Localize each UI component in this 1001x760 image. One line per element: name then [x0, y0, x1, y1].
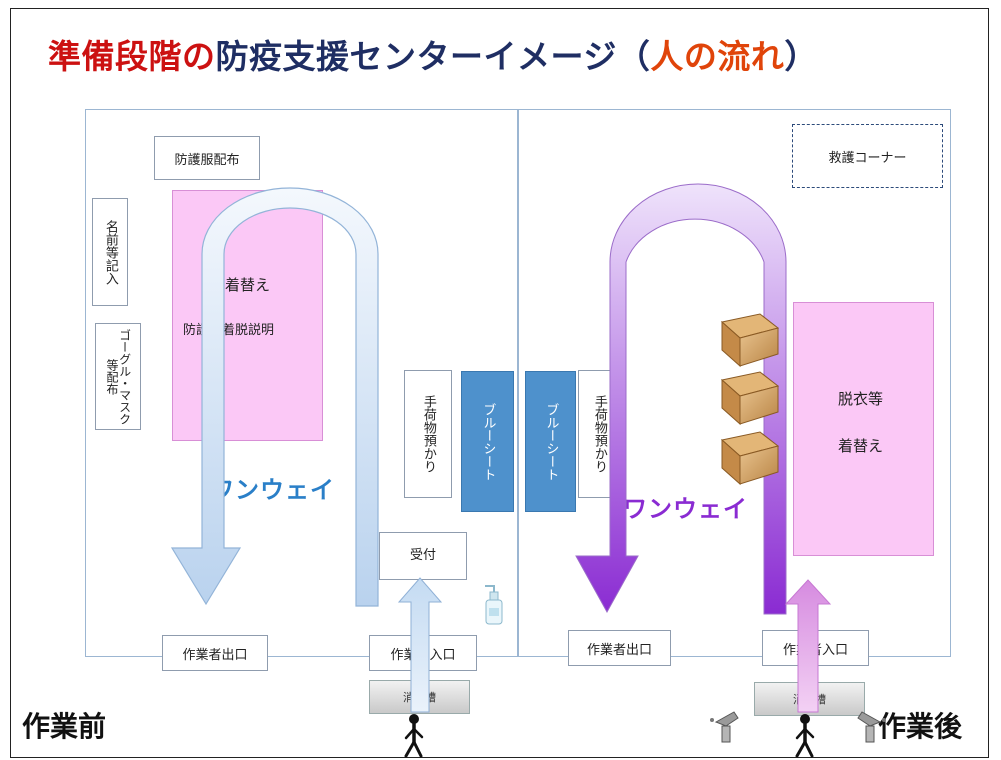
hand-sanitizer-icon	[485, 585, 503, 625]
before-work-label: 作業前	[22, 710, 107, 743]
room-after-work	[518, 109, 951, 657]
exit-gate-left-label: 作業者出口	[182, 647, 248, 663]
rescue-corner: 救護コーナー	[792, 124, 943, 188]
exit-gate-right-label: 作業者出口	[586, 642, 652, 658]
goggles-mask-box: ゴーグル・マスク等配布	[95, 323, 141, 430]
after-work-label: 作業後	[878, 710, 963, 743]
reception-box: 受付	[379, 532, 467, 580]
entry-arrow-right	[784, 579, 832, 713]
protective-wear-distribution-box: 防護服配布	[154, 136, 260, 180]
walking-person-icon-left	[404, 714, 424, 758]
changing-label-left: 着替え	[225, 276, 271, 294]
title-part-preparation: 準備段階の	[48, 37, 216, 76]
cardboard-box-icon	[720, 313, 780, 368]
blue-sheet-right: ブルーシート	[525, 371, 576, 512]
luggage-box-left: 手荷物預かり	[404, 370, 452, 498]
blue-sheet-label-left: ブルーシート	[480, 402, 496, 481]
name-entry-label: 名前等記入	[102, 219, 118, 285]
luggage-label-left: 手荷物預かり	[420, 395, 436, 473]
goggles-mask-label: ゴーグル・マスク等配布	[105, 328, 132, 425]
cardboard-box-icon	[720, 371, 780, 426]
rescue-corner-label: 救護コーナー	[828, 150, 907, 166]
title-part-people-flow: 人の流れ	[650, 37, 785, 76]
diagram-frame	[10, 8, 989, 758]
blue-sheet-label-right: ブルーシート	[543, 402, 559, 481]
protective-wear-distribution-label: 防護服配布	[174, 152, 240, 168]
oneway-arrow-right	[575, 183, 787, 615]
exit-gate-left[interactable]: 作業者出口	[162, 635, 268, 671]
oneway-label-left: ワンウェイ	[210, 476, 335, 504]
spray-gun-icon-right	[857, 711, 886, 743]
reception-label: 受付	[409, 548, 436, 564]
blue-sheet-left: ブルーシート	[461, 371, 514, 512]
room-before-work	[85, 109, 518, 657]
walking-person-icon-right	[795, 714, 815, 758]
oneway-arrow-left	[170, 187, 379, 607]
cardboard-box-icon	[720, 431, 780, 486]
spray-gun-icon-left	[710, 711, 739, 743]
title-part-close: ）	[784, 37, 818, 76]
undressing-area-right	[793, 302, 934, 556]
page-title: 準備段階の防疫支援センターイメージ（人の流れ）	[48, 30, 818, 78]
undress-label: 脱衣等	[838, 390, 884, 408]
changing-area-left	[172, 190, 323, 441]
name-entry-box: 名前等記入	[92, 198, 128, 306]
title-part-center: 防疫支援センターイメージ（	[215, 37, 651, 76]
entry-arrow-left	[397, 577, 443, 713]
oneway-label-right: ワンウェイ	[623, 495, 748, 523]
luggage-label-right: 手荷物預かり	[591, 395, 607, 473]
exit-gate-right[interactable]: 作業者出口	[568, 630, 671, 666]
changing-label-right: 着替え	[838, 437, 884, 455]
